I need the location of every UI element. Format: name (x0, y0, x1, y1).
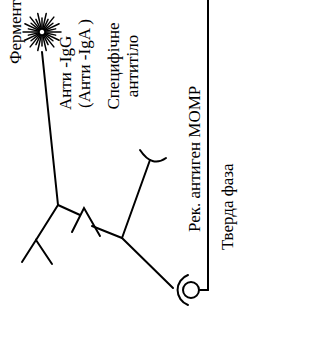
solid-phase-label: Тверда фаза (218, 163, 237, 250)
enzyme-symbol (23, 13, 61, 50)
antibody-label: (Анти -IgA ) (75, 19, 94, 108)
antigen-label: Рек. антиген MOMP (185, 86, 204, 232)
antibody-label: Специфічне антитіло (104, 20, 142, 112)
solid-phase-line (207, 0, 209, 290)
enzyme-label: Фермент (6, 0, 25, 64)
antibody-label: Анти -IgG (56, 36, 75, 110)
specific-antibody (92, 150, 173, 288)
antigen-symbol (178, 275, 208, 305)
